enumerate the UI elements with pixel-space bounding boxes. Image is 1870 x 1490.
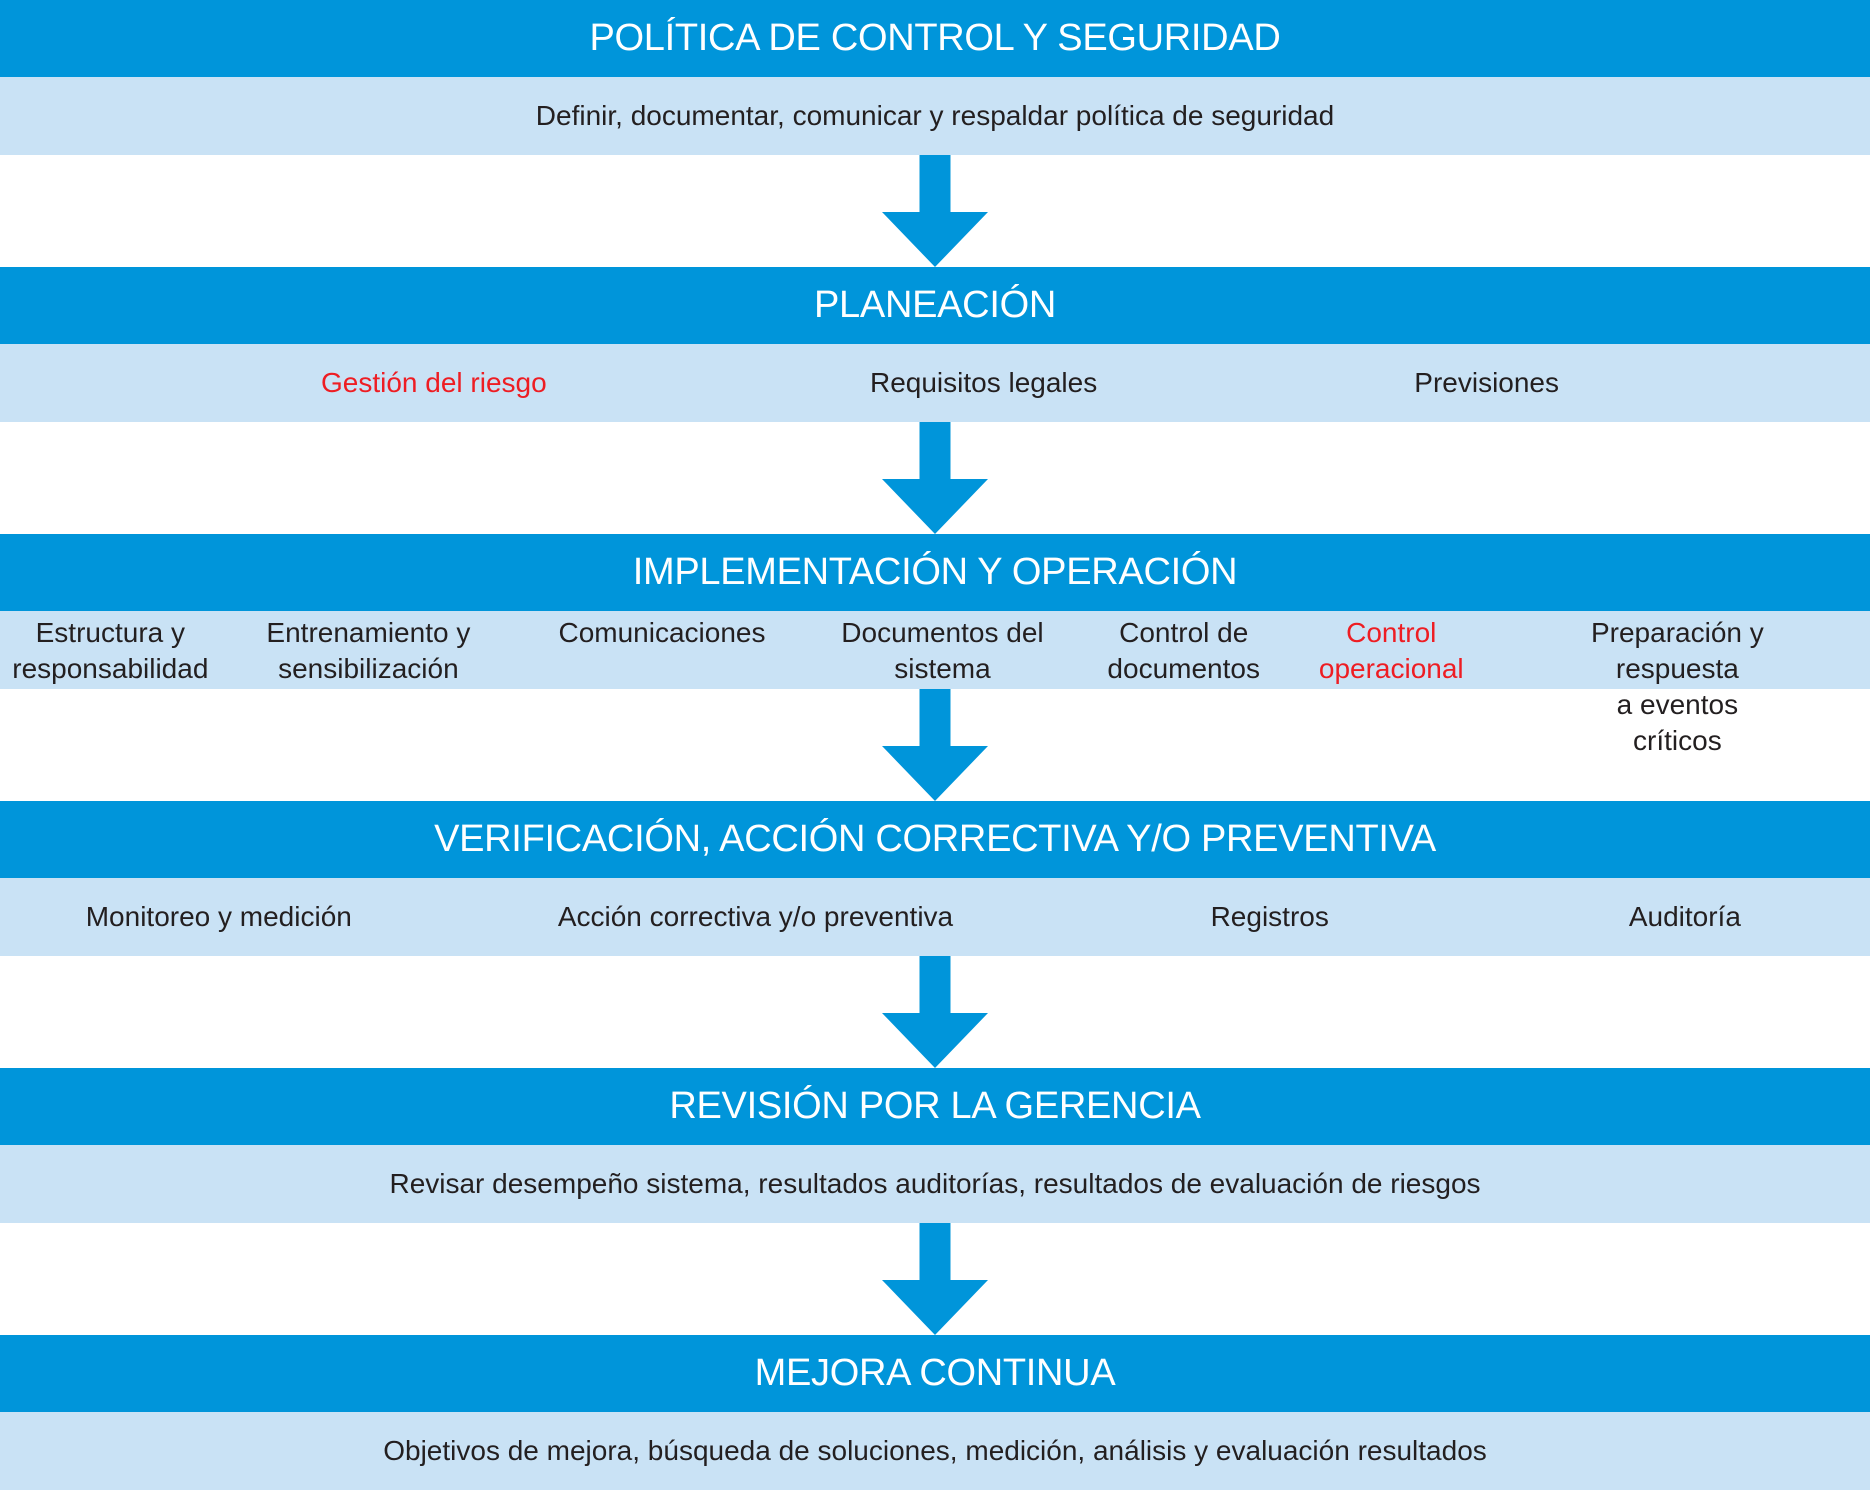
arrow-down-icon (882, 1223, 988, 1335)
section-header-verificacion: VERIFICACIÓN, ACCIÓN CORRECTIVA Y/O PREV… (0, 801, 1870, 878)
flow-connector-5 (0, 1223, 1870, 1335)
flow-connector-4 (0, 956, 1870, 1068)
section-title: IMPLEMENTACIÓN Y OPERACIÓN (632, 551, 1238, 593)
section-content-politica-control-seguridad: Definir, documentar, comunicar y respald… (0, 77, 1870, 155)
section-header-mejora-continua: MEJORA CONTINUA (0, 1335, 1870, 1412)
item-requisitos-legales: Requisitos legales (869, 367, 1098, 398)
section-header-politica-control-seguridad: POLÍTICA DE CONTROL Y SEGURIDAD (0, 0, 1870, 77)
item-auditoria: Auditoría (1628, 901, 1741, 932)
item-preparacion-respuesta-eventos-criticos: Preparación y respuesta a eventos crític… (1590, 617, 1764, 756)
flow-connector-3 (0, 689, 1870, 801)
flow-connector-2 (0, 422, 1870, 534)
section-content-planeacion: Gestión del riesgo Requisitos legales Pr… (0, 344, 1870, 422)
section-title: REVISIÓN POR LA GERENCIA (669, 1085, 1201, 1127)
section-title: VERIFICACIÓN, ACCIÓN CORRECTIVA Y/O PREV… (434, 818, 1436, 860)
section-title: POLÍTICA DE CONTROL Y SEGURIDAD (589, 17, 1281, 59)
item-estructura-responsabilidad: Estructura y responsabilidad (12, 617, 209, 684)
item-entrenamiento-sensibilizacion: Entrenamiento y sensibilización (266, 617, 471, 684)
item-registros: Registros (1210, 901, 1329, 932)
section-content-verificacion: Monitoreo y medición Acción correctiva y… (0, 878, 1870, 956)
item-documentos-del-sistema: Documentos del sistema (841, 617, 1044, 684)
flow-connector-1 (0, 155, 1870, 267)
section-subtitle: Definir, documentar, comunicar y respald… (535, 100, 1335, 131)
section-title: MEJORA CONTINUA (754, 1352, 1116, 1394)
arrow-down-icon (882, 689, 988, 801)
arrow-down-icon (882, 956, 988, 1068)
item-gestion-del-riesgo: Gestión del riesgo (320, 367, 547, 398)
section-subtitle: Objetivos de mejora, búsqueda de solucio… (383, 1435, 1487, 1466)
item-accion-correctiva-preventiva: Acción correctiva y/o preventiva (557, 901, 954, 932)
item-previsiones: Previsiones (1414, 367, 1560, 398)
arrow-down-icon (882, 155, 988, 267)
section-subtitle: Revisar desempeño sistema, resultados au… (389, 1168, 1481, 1199)
section-title: PLANEACIÓN (814, 284, 1056, 326)
item-control-operacional: Control operacional (1318, 617, 1464, 684)
section-content-mejora-continua: Objetivos de mejora, búsqueda de solucio… (0, 1412, 1870, 1490)
item-comunicaciones: Comunicaciones (558, 617, 766, 648)
section-header-planeacion: PLANEACIÓN (0, 267, 1870, 344)
item-control-de-documentos: Control de documentos (1107, 617, 1260, 684)
arrow-down-icon (882, 422, 988, 534)
section-header-implementacion-operacion: IMPLEMENTACIÓN Y OPERACIÓN (0, 534, 1870, 611)
section-content-implementacion-operacion: Estructura y responsabilidad Entrenamien… (0, 611, 1870, 756)
section-content-revision-gerencia: Revisar desempeño sistema, resultados au… (0, 1145, 1870, 1223)
item-monitoreo-medicion: Monitoreo y medición (85, 901, 352, 932)
section-header-revision-gerencia: REVISIÓN POR LA GERENCIA (0, 1068, 1870, 1145)
